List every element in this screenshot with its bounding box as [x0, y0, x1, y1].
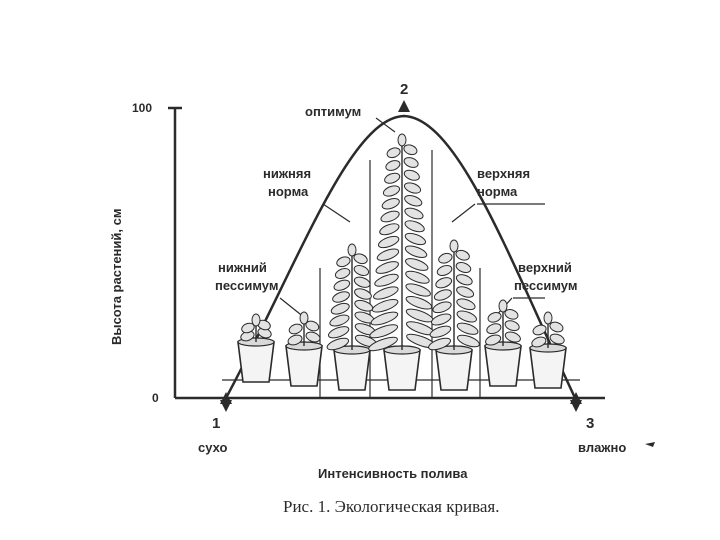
plant-pot-7	[529, 311, 567, 389]
optimum-leader	[375, 117, 396, 133]
wet-label: влажно	[578, 440, 626, 455]
figure-caption: Рис. 1. Экологическая кривая.	[283, 497, 500, 516]
x-axis-label: Интенсивность полива	[318, 466, 468, 481]
point-2-label: 2	[400, 81, 408, 98]
peak-marker	[398, 100, 410, 112]
y-axis-label: Высота растений, см	[109, 209, 124, 345]
plant-pot-2	[285, 311, 323, 387]
upper-pessimum-label-2: пессимум	[514, 278, 577, 293]
point-3-marker	[570, 392, 582, 412]
upper-norm-label-2: норма	[477, 184, 518, 199]
lower-pessimum-label-1: нижний	[218, 260, 267, 275]
lower-norm-label-2: норма	[268, 184, 309, 199]
upper-norm-label-1: верхняя	[477, 166, 530, 181]
lower-pessimum-label-2: пессимум	[215, 278, 278, 293]
optimum-label: оптимум	[305, 104, 361, 119]
zone-dividers	[319, 150, 481, 398]
ink-mark	[645, 442, 655, 447]
plant-pot-3	[326, 243, 378, 391]
upper-norm-leader	[451, 203, 476, 223]
plant-pot-5	[428, 239, 480, 391]
upper-pessimum-label-1: верхний	[518, 260, 572, 275]
plant-pot-1	[237, 313, 275, 383]
lower-norm-label-1: нижняя	[263, 166, 311, 181]
y-tick-label-0: 0	[152, 391, 159, 405]
plant-pot-4	[368, 133, 436, 391]
dry-label: сухо	[198, 440, 228, 455]
point-1-label: 1	[212, 415, 220, 432]
lower-norm-leader	[322, 203, 351, 223]
ecological-curve	[224, 114, 578, 401]
point-3-label: 3	[586, 415, 594, 432]
y-tick-label-100: 100	[132, 101, 152, 115]
plant-pot-6	[484, 299, 522, 387]
potted-plants	[237, 133, 567, 391]
point-1-marker	[220, 392, 232, 412]
